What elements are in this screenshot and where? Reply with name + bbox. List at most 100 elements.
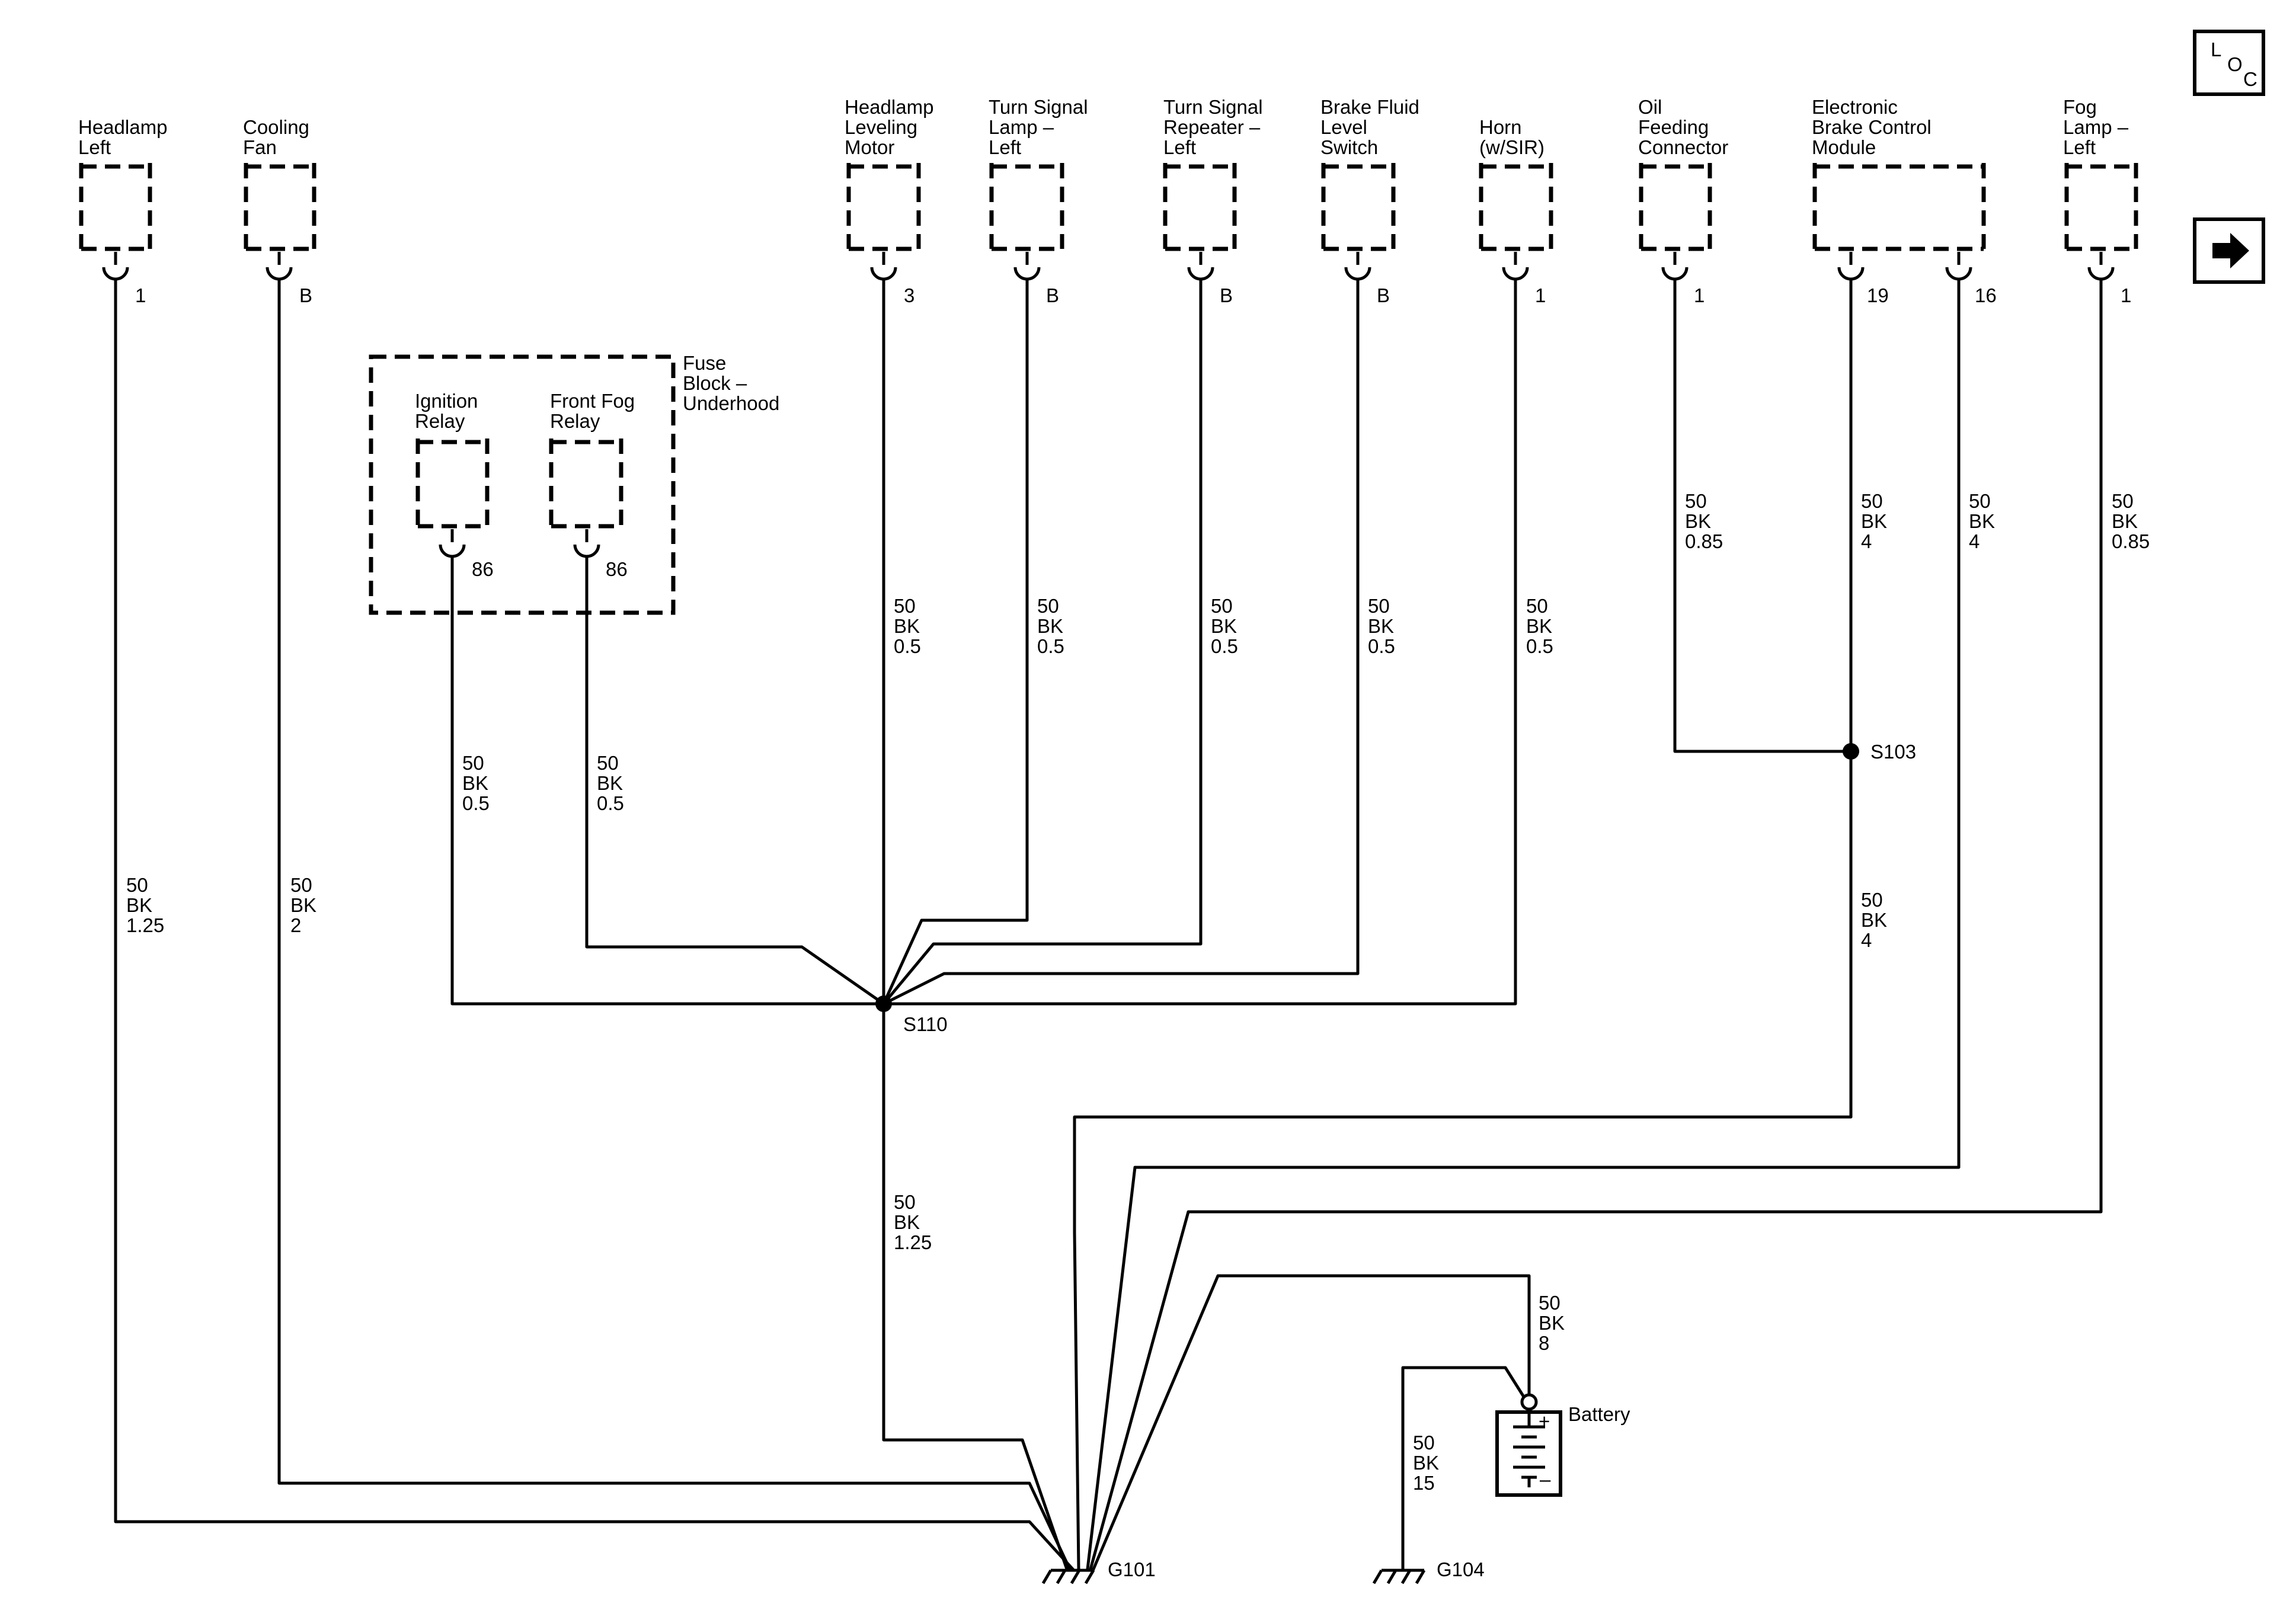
wire-battery-to-g104[interactable] — [1401, 1366, 1525, 1571]
wire-size: 1.25 — [126, 914, 164, 936]
next-page-button[interactable] — [2193, 217, 2265, 284]
component-label-line1: Electronic — [1812, 96, 1898, 118]
wire-headlamp-left[interactable] — [114, 279, 1075, 1571]
pin-label: 16 — [1975, 284, 1997, 306]
arrow-right-icon — [2212, 233, 2249, 268]
component-outline — [79, 163, 152, 251]
pin-label: 3 — [904, 284, 914, 306]
relay-label-line1: Ignition — [415, 390, 478, 412]
component-label-line3: Left — [2063, 136, 2096, 158]
fuse-block-outline — [369, 354, 676, 615]
component-brake-fluid-level-switch[interactable]: Brake Fluid Level Switch B — [1320, 96, 1419, 306]
component-label-line1: Headlamp — [78, 116, 167, 138]
wire-ignition-relay[interactable] — [450, 556, 885, 1006]
component-label-line2: Feeding — [1638, 116, 1709, 138]
loc-button[interactable]: L O C — [2193, 30, 2265, 96]
component-front-fog-relay[interactable]: Front Fog Relay 86 — [549, 390, 635, 580]
ground-g101[interactable]: G101 — [1041, 1558, 1156, 1585]
wire-brake-fluid-level-switch[interactable] — [881, 279, 1360, 1006]
wire-oil-feeding-connector[interactable] — [1673, 279, 1853, 753]
component-outline — [2064, 163, 2138, 251]
wire-horn[interactable] — [882, 279, 1517, 1006]
fuse-block-underhood[interactable]: Fuse Block – Underhood Ignition Relay 86… — [369, 352, 779, 615]
pin-label: B — [1377, 284, 1390, 306]
wire-color: BK — [1861, 909, 1887, 931]
splice-s110[interactable]: S110 — [875, 996, 948, 1035]
loc-letter-c: C — [2243, 68, 2257, 90]
wire-color: BK — [1368, 615, 1394, 637]
wire-circuit: 50 — [894, 595, 916, 617]
component-outline — [1479, 163, 1553, 251]
relay-label-line2: Relay — [415, 410, 465, 432]
component-label-line2: Repeater – — [1163, 116, 1261, 138]
splice-dot — [1843, 743, 1859, 760]
wire-color: BK — [290, 894, 316, 916]
wire-color: BK — [462, 772, 488, 794]
wire-turn-signal-lamp-left[interactable] — [881, 279, 1029, 1006]
wire-color: BK — [1969, 510, 1995, 532]
connector-pin-icon — [102, 267, 129, 281]
ground-g104[interactable]: G104 — [1372, 1558, 1485, 1585]
wire-size: 0.85 — [2112, 530, 2150, 552]
component-headlamp-leveling-motor[interactable]: Headlamp Leveling Motor 3 — [845, 96, 933, 306]
component-label-line3: Left — [1163, 136, 1196, 158]
fuse-block-label-line2: Block – — [683, 372, 747, 394]
splice-label: S103 — [1870, 741, 1916, 763]
connector-pin-icon — [573, 544, 600, 558]
relay-label-line1: Front Fog — [550, 390, 635, 412]
wire-label-s103-to-g101: 50 BK 4 — [1861, 889, 1887, 951]
wire-color: BK — [1037, 615, 1063, 637]
component-ebcm[interactable]: Electronic Brake Control Module 19 16 — [1812, 96, 1997, 306]
pin-label: B — [1220, 284, 1233, 306]
wire-label-fog-lamp-left: 50 BK 0.85 — [2112, 490, 2150, 552]
battery-cells-icon — [1513, 1409, 1545, 1487]
ground-icon — [1041, 1569, 1095, 1585]
component-cooling-fan[interactable]: Cooling Fan B — [243, 116, 316, 306]
component-oil-feeding-connector[interactable]: Oil Feeding Connector 1 — [1638, 96, 1728, 306]
component-label-line1: Brake Fluid — [1320, 96, 1419, 118]
wire-size: 1.25 — [894, 1231, 932, 1253]
component-label-line3: Module — [1812, 136, 1876, 158]
wire-size: 0.5 — [894, 635, 921, 657]
wire-battery-to-g101[interactable] — [1091, 1274, 1531, 1571]
component-headlamp-left[interactable]: Headlamp Left 1 — [78, 116, 167, 306]
loc-letter-l: L — [2211, 39, 2221, 60]
pin-label: 1 — [1535, 284, 1546, 306]
component-horn[interactable]: Horn (w/SIR) 1 — [1479, 116, 1553, 306]
pin-label: 86 — [606, 558, 628, 580]
wire-circuit: 50 — [1969, 490, 1991, 512]
wire-ebcm-pin19-s103[interactable] — [1073, 279, 1853, 1571]
wire-turn-signal-repeater-left[interactable] — [881, 279, 1203, 1006]
wire-circuit: 50 — [1526, 595, 1548, 617]
wire-circuit: 50 — [1539, 1292, 1560, 1314]
wire-cooling-fan[interactable] — [277, 279, 1072, 1571]
wire-fog-lamp-left[interactable] — [1088, 279, 2103, 1571]
connector-pin-icon — [1187, 267, 1214, 281]
wire-color: BK — [1526, 615, 1552, 637]
component-turn-signal-lamp-left[interactable]: Turn Signal Lamp – Left B — [989, 96, 1088, 306]
wire-s110-to-g101[interactable] — [882, 279, 1069, 1571]
splice-s103[interactable]: S103 — [1843, 741, 1916, 763]
component-battery[interactable]: + – Battery — [1495, 1393, 1630, 1497]
wire-front-fog-relay[interactable] — [585, 556, 886, 1006]
component-fog-lamp-left[interactable]: Fog Lamp – Left 1 — [2063, 96, 2138, 306]
connector-pin-icon — [1837, 267, 1865, 281]
wire-color: BK — [894, 1211, 920, 1233]
pin-label: B — [1046, 284, 1059, 306]
wire-color: BK — [2112, 510, 2138, 532]
wire-circuit: 50 — [1413, 1432, 1435, 1454]
wire-color: BK — [597, 772, 623, 794]
component-ignition-relay[interactable]: Ignition Relay 86 — [415, 390, 494, 580]
wire-ebcm-pin16[interactable] — [1086, 279, 1961, 1571]
wire-circuit: 50 — [1861, 889, 1883, 911]
wire-label-ignition-relay: 50 BK 0.5 — [462, 752, 490, 814]
component-label-line1: Horn — [1479, 116, 1522, 138]
component-outline — [846, 163, 921, 251]
component-turn-signal-repeater-left[interactable]: Turn Signal Repeater – Left B — [1163, 96, 1263, 306]
pin-label: 86 — [472, 558, 494, 580]
wire-labels: 50 BK 1.25 50 BK 2 50 BK 0.5 50 BK 0.5 5… — [126, 490, 2150, 1494]
wire-circuit: 50 — [462, 752, 484, 774]
wire-label-turn-signal-repeater-left: 50 BK 0.5 — [1211, 595, 1238, 657]
component-outline — [1639, 163, 1712, 251]
battery-plus-label: + — [1539, 1410, 1550, 1432]
